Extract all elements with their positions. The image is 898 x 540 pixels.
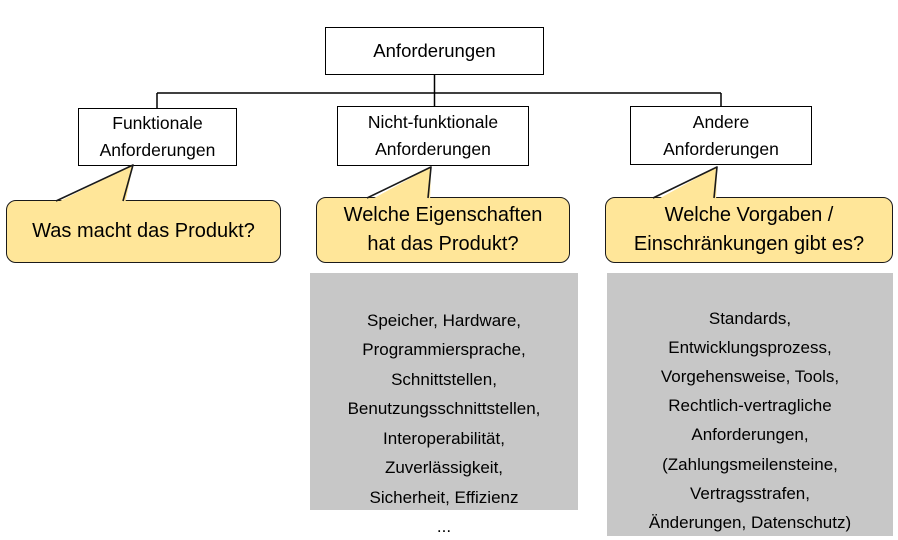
callout-text: Welche Vorgaben / Einschränkungen gibt e… — [633, 204, 865, 255]
callout-bubble-nicht-funktionale: Welche Eigenschaften hat das Produkt? — [316, 197, 570, 263]
callout-bubble-andere: Welche Vorgaben / Einschränkungen gibt e… — [605, 197, 893, 263]
branch-box-andere: Andere Anforderungen — [630, 106, 812, 165]
branch-box-label: Andere Anforderungen — [663, 111, 779, 159]
callout-text: Welche Eigenschaften hat das Produkt? — [343, 204, 543, 255]
branch-box-label: Funktionale Anforderungen — [99, 113, 216, 160]
details-text: Speicher, Hardware, Programmiersprache, … — [347, 310, 541, 537]
root-box-label: Anforderungen — [373, 40, 496, 61]
callout-text: Was macht das Produkt? — [32, 220, 255, 242]
details-panel-andere: Standards, Entwicklungsprozess, Vorgehen… — [607, 273, 893, 536]
details-panel-nicht-funktionale: Speicher, Hardware, Programmiersprache, … — [310, 273, 578, 536]
branch-box-nicht-funktionale: Nicht-funktionale Anforderungen — [337, 106, 529, 166]
root-box-anforderungen: Anforderungen — [325, 27, 544, 75]
branch-box-label: Nicht-funktionale Anforderungen — [367, 112, 499, 159]
branch-box-funktionale: Funktionale Anforderungen — [78, 108, 237, 166]
details-text: Standards, Entwicklungsprozess, Vorgehen… — [648, 309, 852, 532]
callout-bubble-funktionale: Was macht das Produkt? — [6, 200, 281, 263]
